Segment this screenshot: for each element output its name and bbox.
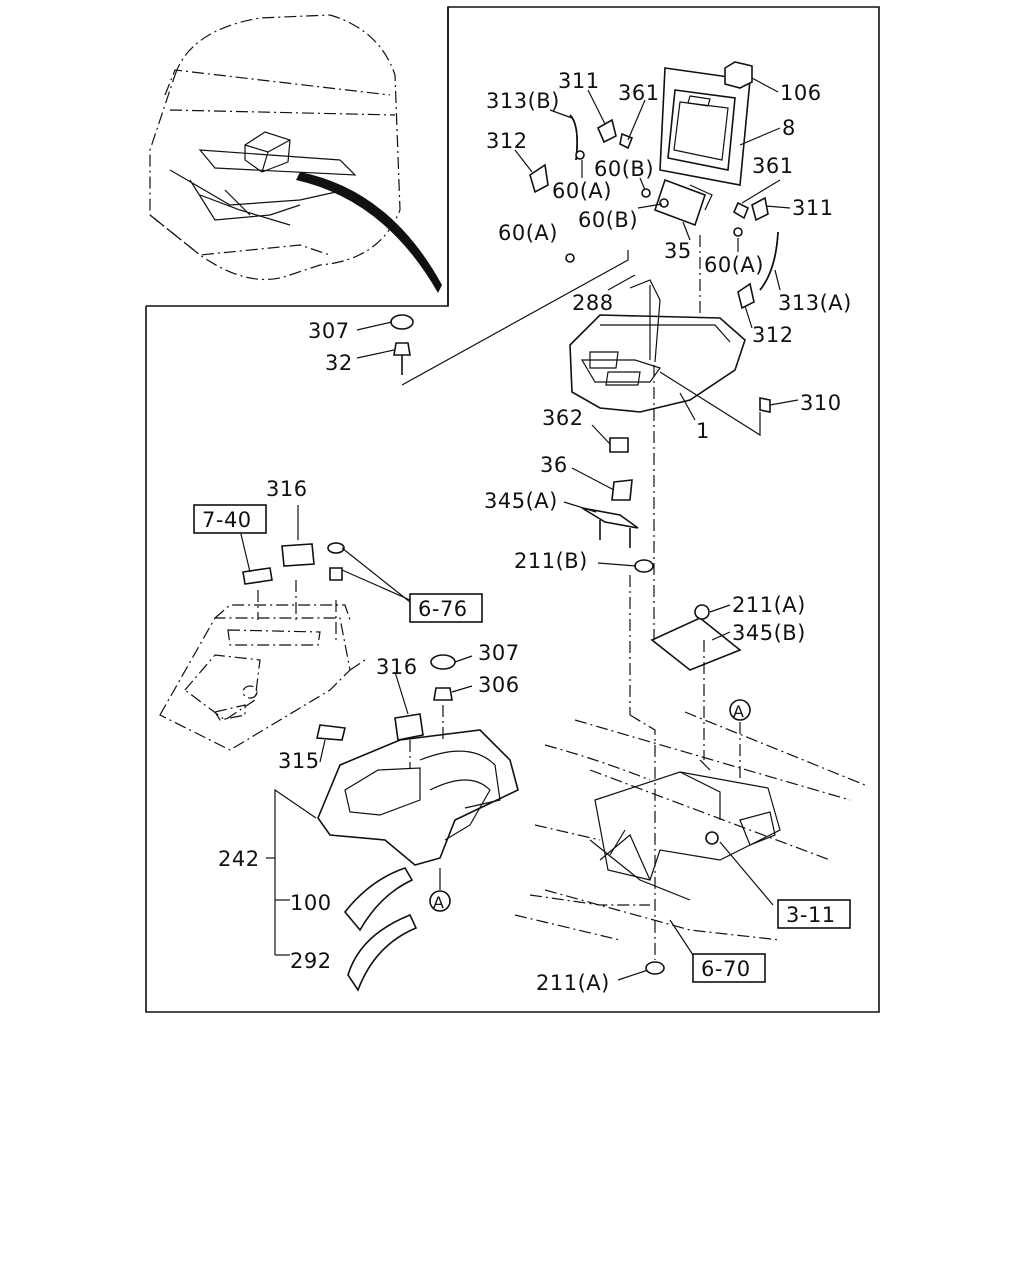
part-label-316: 316 [266,477,308,501]
part-label-311: 311 [558,69,600,93]
ref-box-6-76[interactable]: 6-76 [409,593,483,623]
clips-307-32 [390,314,771,413]
part-label-8: 8 [782,116,796,140]
part-label-60a: 60(A) [552,179,612,203]
part-label-60a: 60(A) [498,221,558,245]
part-label-307: 307 [308,319,350,343]
part-labels: 106 8 361 311 313(B) 312 60(A) 60(B) 60(… [218,69,852,995]
leader-lines [239,77,799,981]
part-label-345a: 345(A) [484,489,558,513]
diagram-frame [145,6,880,1013]
console-cover-1 [569,279,746,413]
part-label-315: 315 [278,749,320,773]
ref-6-76-label[interactable]: 6-76 [418,597,468,621]
part-label-306: 306 [478,673,520,697]
part-label-312: 312 [486,129,528,153]
part-label-100: 100 [290,891,332,915]
ref-box-3-11[interactable]: 3-11 [777,899,851,929]
part-label-361: 361 [752,154,794,178]
bracket-345b [650,604,742,671]
part-label-361: 361 [618,81,660,105]
part-label-313b: 313(B) [486,89,560,113]
ref-7-40-label[interactable]: 7-40 [202,508,252,532]
part-label-312: 312 [752,323,794,347]
part-label-310: 310 [800,391,842,415]
part-label-307: 307 [478,641,520,665]
part-label-313a: 313(A) [778,291,852,315]
circle-a-label: A [433,893,444,912]
ref-box-7-40[interactable]: 7-40 [193,504,267,534]
circle-a-marker: A A [429,699,751,912]
nut-211a-bottom [645,961,665,975]
part-label-35: 35 [664,239,692,263]
part-label-60a: 60(A) [704,253,764,277]
ref-box-6-70[interactable]: 6-70 [692,953,766,983]
part-label-211a: 211(A) [536,971,610,995]
part-label-211b: 211(B) [514,549,588,573]
ref-3-11-label[interactable]: 3-11 [786,903,836,927]
trims-100-292 [343,867,418,992]
part-label-288: 288 [572,291,614,315]
part-label-36: 36 [540,453,568,477]
part-label-311: 311 [792,196,834,220]
part-label-32: 32 [325,351,353,375]
part-label-211a: 211(A) [732,593,806,617]
leader-lines-upper [401,235,761,960]
part-label-60b: 60(B) [594,157,654,181]
part-label-242: 242 [218,847,260,871]
clip-106 [724,61,753,89]
small-parts-top [529,118,769,310]
part-label-60b: 60(B) [578,208,638,232]
part-label-316: 316 [376,655,418,679]
group-bracket-242 [266,788,317,956]
part-label-106: 106 [780,81,822,105]
floor-and-base [514,711,866,941]
part-label-1: 1 [696,419,710,443]
bracket-35 [653,178,713,227]
cup-holder-frame-8 [659,67,751,186]
part-label-345b: 345(B) [732,621,806,645]
console-assembly-left [159,542,366,751]
part-label-362: 362 [542,406,584,430]
console-242 [316,654,519,866]
cab-inset-view [149,14,442,293]
circle-a-label: A [733,702,744,721]
part-label-292: 292 [290,949,332,973]
bracket-345a [581,437,654,573]
ref-6-70-label[interactable]: 6-70 [701,957,751,981]
